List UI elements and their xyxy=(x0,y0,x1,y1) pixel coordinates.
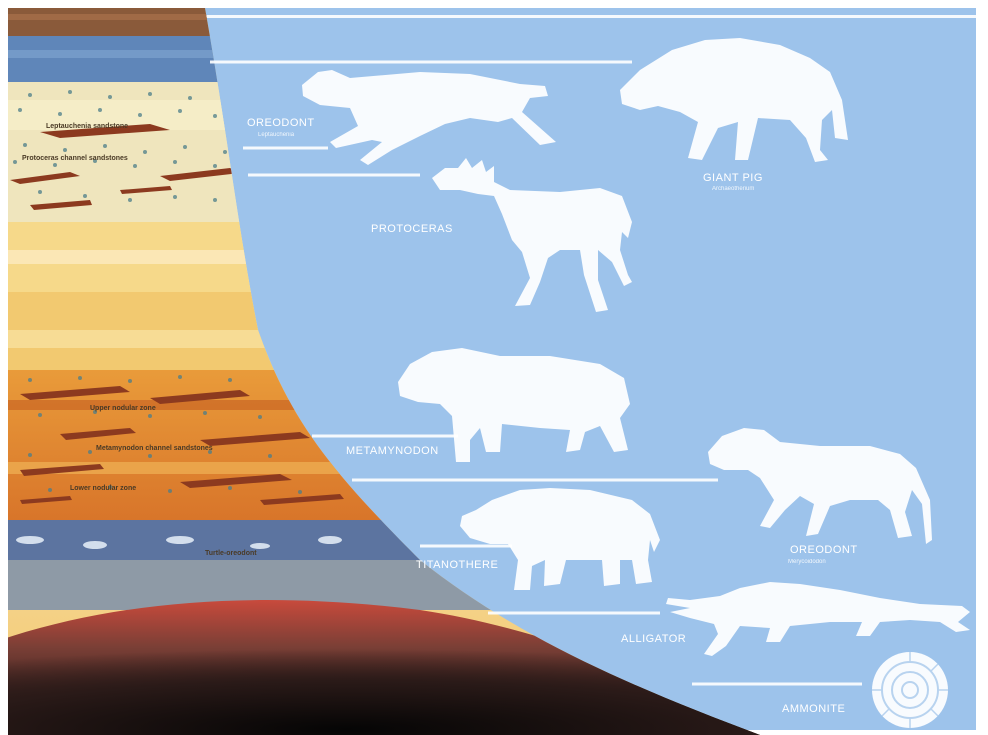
ammonite-silhouette xyxy=(872,652,948,728)
stratum-label-2: Protoceras channel sandstones xyxy=(22,155,128,162)
label-giant-pig: GIANT PIG xyxy=(703,172,763,184)
label-oreodont-lower-sub: Merycoidodon xyxy=(788,559,826,565)
frame-top xyxy=(0,0,988,8)
stratum-label-6: Turtle-oreodont xyxy=(205,550,257,557)
label-giant-pig-sub: Archaeotherium xyxy=(712,186,754,192)
frame-right xyxy=(976,0,988,735)
sky-top-line xyxy=(205,15,977,18)
label-alligator: ALLIGATOR xyxy=(621,633,686,645)
label-oreodont-top: OREODONT xyxy=(247,117,315,129)
stratum-label-5: Lower nodular zone xyxy=(70,485,136,492)
label-oreodont-lower: OREODONT xyxy=(790,544,858,556)
label-protoceras: PROTOCERAS xyxy=(371,223,453,235)
frame-left xyxy=(0,0,8,735)
label-ammonite: AMMONITE xyxy=(782,703,845,715)
label-oreodont-top-sub: Leptauchenia xyxy=(258,132,295,138)
label-metamynodon: METAMYNODON xyxy=(346,445,439,457)
stratum-label-4: Metamynodon channel sandstones xyxy=(96,445,213,452)
label-titanothere: TITANOTHERE xyxy=(416,559,498,571)
stratum-label-3: Upper nodular zone xyxy=(90,405,156,412)
stratum-label-1: Leptauchenia sandstone xyxy=(46,123,128,130)
